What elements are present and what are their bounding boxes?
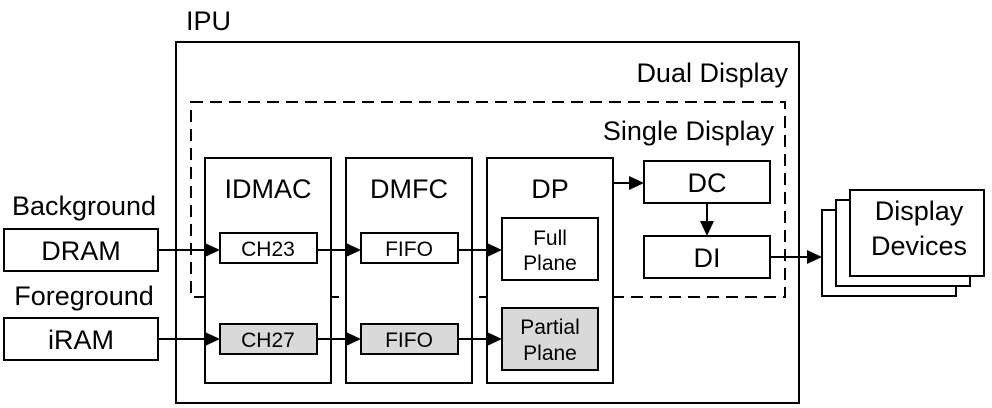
partial-plane-box [501, 307, 599, 371]
dram-label: DRAM [41, 236, 121, 266]
partial-plane-line1: Partial [520, 316, 580, 339]
ch23-label: CH23 [241, 238, 295, 261]
dc-label: DC [688, 168, 727, 198]
ch27-label: CH27 [241, 329, 295, 352]
foreground-label: Foreground [14, 281, 154, 311]
arrowhead-dram-ch23 [205, 243, 220, 257]
full-plane-box [501, 217, 599, 281]
arrowhead-ch23-fifo [346, 243, 361, 257]
arrowhead-dc-di [700, 221, 714, 236]
display-device-front [849, 189, 985, 277]
partial-plane-line2: Plane [523, 342, 577, 365]
iram-label: iRAM [48, 325, 114, 355]
arrowhead-fifo-partial [487, 332, 502, 346]
arrowhead-iram-ch27 [205, 332, 220, 346]
ch23-box [219, 232, 318, 264]
dual-display-label: Dual Display [636, 58, 788, 88]
background-label: Background [12, 191, 156, 221]
display-devices-line2: Devices [871, 231, 967, 261]
fifo-top-label: FIFO [385, 238, 433, 261]
idmac-label: IDMAC [225, 174, 312, 204]
iram-box [3, 317, 159, 361]
arrowhead-di-display [807, 250, 822, 264]
fifo-top-box [360, 232, 459, 264]
dc-box [643, 160, 771, 204]
display-devices-line1: Display [875, 196, 964, 226]
fifo-bottom-label: FIFO [385, 329, 433, 352]
arrowhead-ch27-fifo [346, 332, 361, 346]
full-plane-line1: Full [533, 227, 567, 250]
arrowhead-dp-dc [629, 176, 644, 190]
ipu-label: IPU [186, 6, 231, 36]
dp-label: DP [531, 174, 569, 204]
dmfc-label: DMFC [370, 174, 448, 204]
arrowhead-fifo-full [487, 243, 502, 257]
di-label: DI [694, 243, 721, 273]
dram-box [3, 228, 159, 272]
full-plane-line2: Plane [523, 252, 577, 275]
single-display-label: Single Display [603, 116, 775, 146]
